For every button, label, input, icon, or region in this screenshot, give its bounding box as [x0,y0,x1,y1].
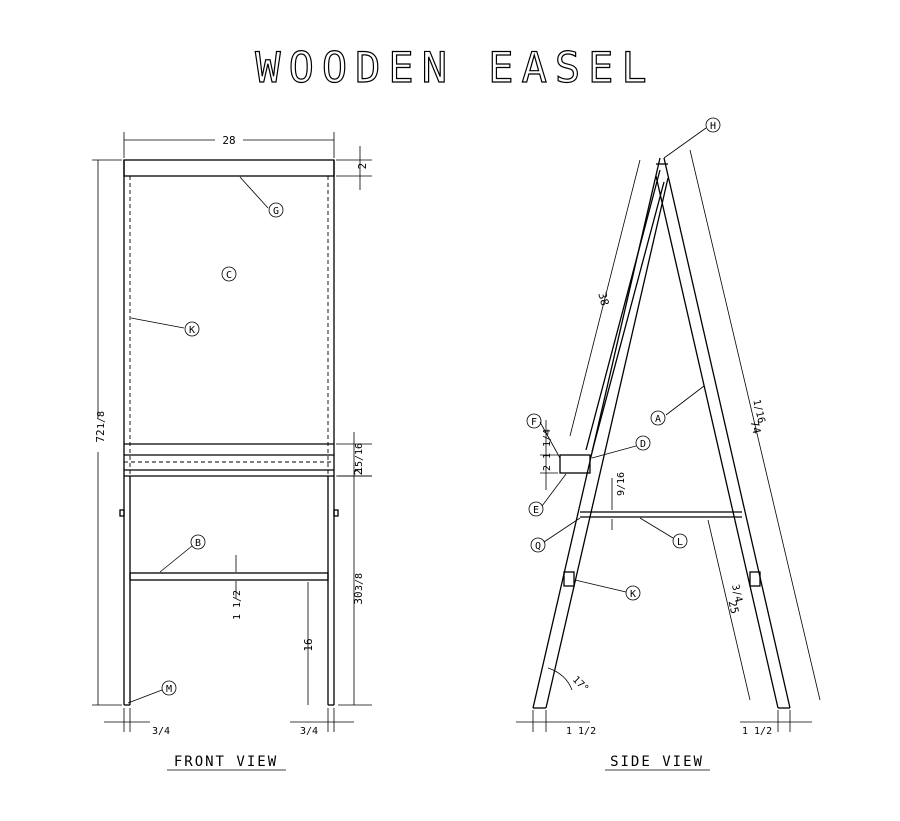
front-leg-height-frac: 3/8 [354,573,365,591]
front-height-frac: 1/8 [96,411,107,429]
front-width-dim: 28 [222,134,235,147]
front-top-rail [123,159,335,177]
front-callout-g: G [273,206,279,217]
side-upper-dim: 38 [595,291,611,307]
drawing-title: WOODEN EASEL [255,43,654,92]
front-stretcher [129,572,329,581]
front-stretcher-height-dim: 16 [302,638,315,651]
side-callout-q: Q [535,541,541,552]
side-callout-f: F [531,417,537,428]
side-ledge-depth-dim: 2 [542,465,553,471]
front-height-dim: 72 [94,429,107,442]
side-lower-frac: 3/4 [729,583,744,603]
side-callout-d: D [640,439,646,450]
front-left-foot-dim: 3/4 [152,726,170,737]
front-view-caption: FRONT VIEW [174,754,278,770]
front-ledge-frac: 15/16 [354,443,365,473]
side-back-leg-inner [655,175,779,709]
front-ledge-dim: 2 [352,469,365,476]
front-callout-c: C [226,270,232,281]
side-foot-right-dim: 1 1/2 [742,726,772,737]
side-spreader-dim: 9/16 [616,472,627,496]
side-foot-left-dim: 1 1/2 [566,726,596,737]
front-top-rail-dim: 2 [356,163,369,170]
side-back-leg-outer [663,157,791,709]
front-right-foot-dim: 3/4 [300,726,318,737]
front-bracket-left [119,509,125,517]
front-bracket-right [333,509,339,517]
front-callout-m: M [166,684,172,695]
front-callout-b: B [195,538,201,549]
side-callout-h: H [710,121,716,132]
front-view: 28 72 1/8 2 15/16 2 30 3/8 1 1/2 16 [92,132,372,771]
front-stretcher-dim: 1 1/2 [232,590,243,620]
side-callout-e: E [533,505,539,516]
front-leg-height-dim: 30 [352,591,365,604]
side-leg-dim: 74 [748,419,764,435]
front-callout-k: K [189,325,195,336]
side-bracket-back [749,571,761,587]
side-bracket-front [563,571,575,587]
side-ledge [559,454,591,474]
side-callout-l: L [677,537,683,548]
side-callout-a: A [655,414,661,425]
side-angle-dim: 17° [570,674,591,695]
side-leg-frac: 1/16 [750,398,766,424]
side-callout-k: K [630,589,636,600]
side-lower-dim: 25 [726,599,742,615]
side-panel-front [585,169,661,451]
side-front-leg-inner [545,177,669,709]
side-view: 38 74 1/16 25 3/4 1 1/4 2 9/16 17° 1 1/2… [516,117,821,771]
side-panel-back [591,181,665,453]
side-ledge-lip-dim: 1 1/4 [542,429,553,459]
side-view-caption: SIDE VIEW [610,754,704,770]
